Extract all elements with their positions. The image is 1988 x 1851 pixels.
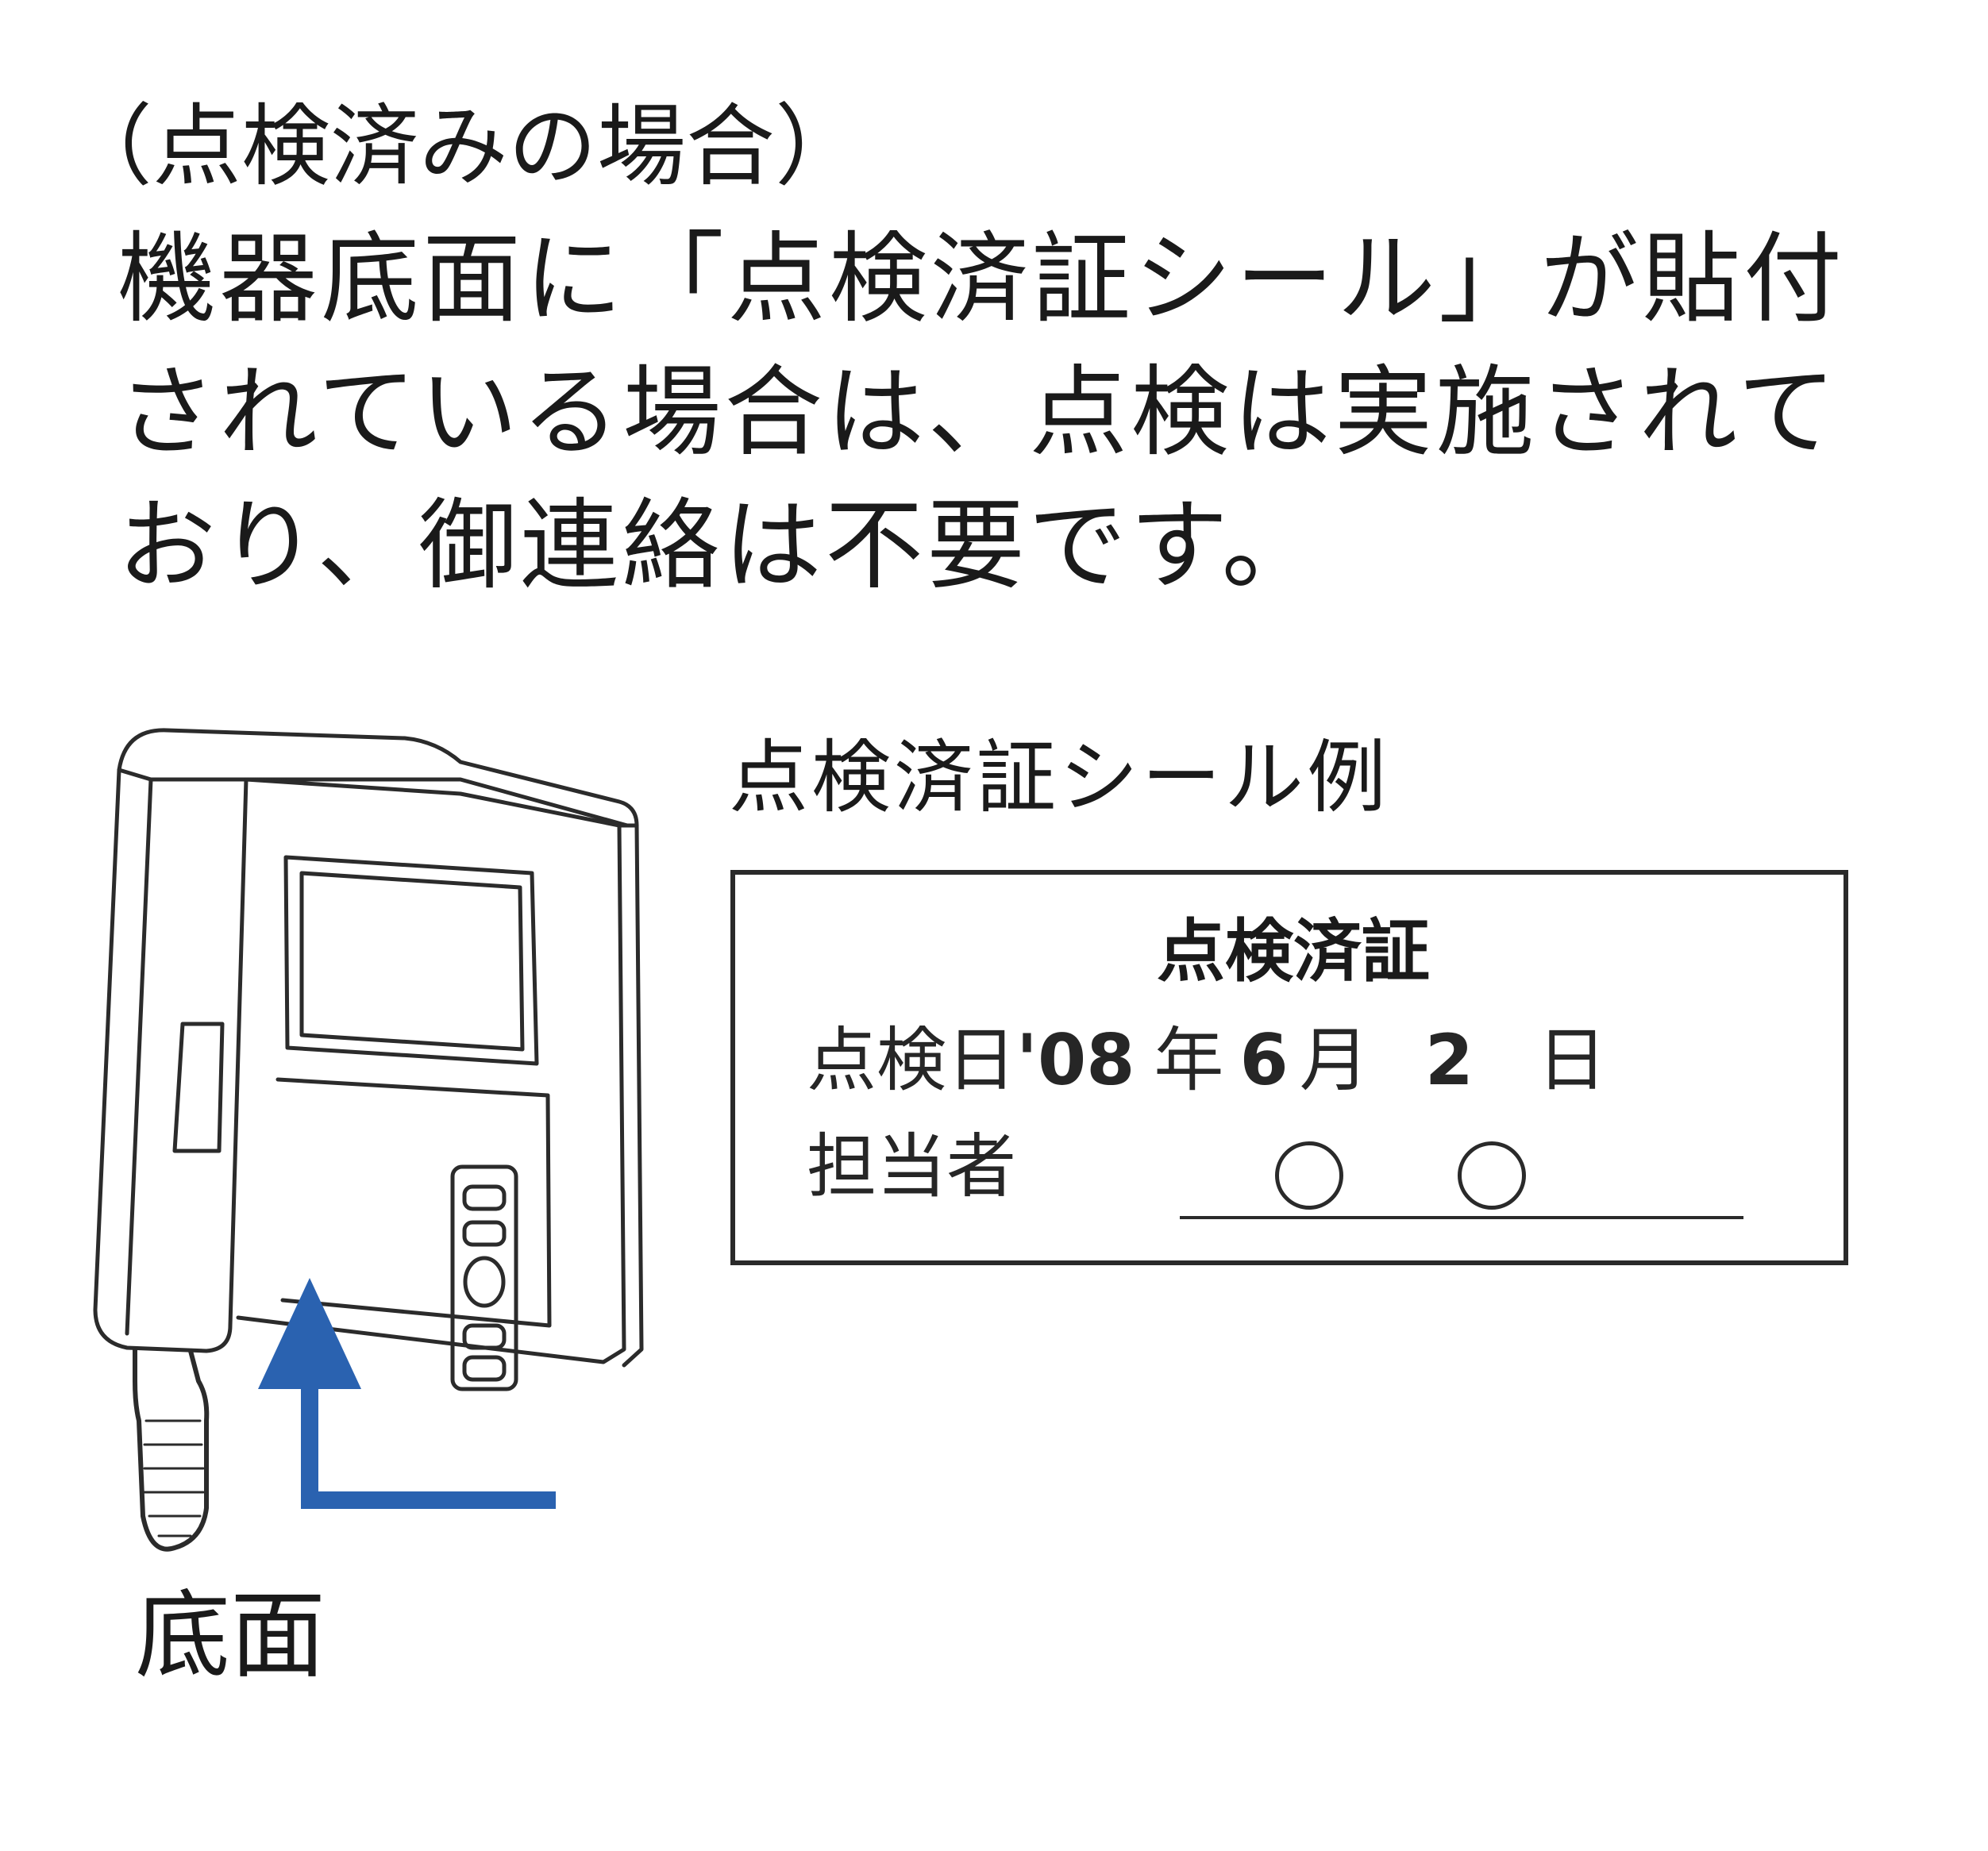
arrow-icon: [258, 1278, 556, 1509]
talk-button: [463, 1256, 506, 1308]
handset-grip: [172, 1022, 225, 1153]
year-unit: 年: [1154, 1019, 1224, 1101]
month-unit: 月: [1299, 1019, 1370, 1101]
person-mark-circle: [1458, 1141, 1526, 1210]
coiled-cord: [133, 1347, 210, 1552]
intercom-device-illustration: [93, 728, 644, 1552]
person-label: 担当者: [807, 1126, 1017, 1207]
signature-line: [1180, 1216, 1743, 1219]
date-label: 点検日: [807, 1019, 1017, 1101]
paragraph-line: 機器底面に「点検済証シール」が貼付: [118, 222, 1846, 337]
bottom-face-label: 底面: [135, 1581, 326, 1691]
date-day: 2: [1424, 1019, 1474, 1101]
handset: [93, 768, 248, 1353]
date-month: 6: [1239, 1019, 1289, 1101]
paragraph-line: されている場合は、点検は実施されて: [118, 356, 1840, 470]
day-unit: 日: [1536, 1019, 1607, 1101]
section-heading: （点検済みの場合）: [64, 95, 864, 198]
control-button: [462, 1184, 507, 1211]
seal-title: 点検済証: [1157, 912, 1430, 991]
control-button: [462, 1323, 507, 1350]
seal-example-caption: 点検済証シール例: [729, 731, 1389, 824]
button-panel: [450, 1164, 518, 1391]
paragraph-line: おり、御連絡は不要です。: [118, 489, 1323, 603]
control-button: [462, 1220, 507, 1247]
date-year: '08: [1016, 1019, 1135, 1101]
person-mark-circle: [1275, 1141, 1343, 1210]
control-button: [462, 1355, 507, 1382]
seal-person-row: 担当者: [807, 1126, 1017, 1207]
device-top-rim: [117, 728, 639, 828]
explanation-paragraph: 機器底面に「点検済証シール」が貼付 されている場合は、点検は実施されて おり、御…: [118, 213, 1944, 613]
monitor-screen: [283, 855, 539, 1066]
